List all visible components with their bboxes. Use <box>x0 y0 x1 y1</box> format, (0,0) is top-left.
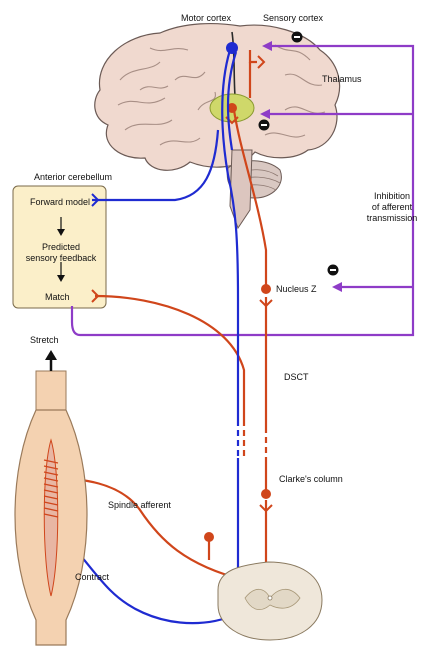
label-sensory-cortex: Sensory cortex <box>263 13 324 23</box>
muscle <box>15 371 87 645</box>
label-spindle-afferent: Spindle afferent <box>108 500 171 510</box>
label-inhibition-line2: of afferent <box>372 202 413 212</box>
label-contract: Contract <box>75 572 110 582</box>
label-predicted-line2: sensory feedback <box>26 253 97 263</box>
arrowhead-nucleus-z <box>332 282 342 292</box>
motor-cortex-cell <box>226 42 238 54</box>
spinal-cord-section <box>218 562 322 640</box>
minus-sign-nucleus-z <box>328 265 339 276</box>
label-inhibition-line1: Inhibition <box>374 191 410 201</box>
label-motor-cortex: Motor cortex <box>181 13 232 23</box>
label-nucleus-z: Nucleus Z <box>276 284 317 294</box>
brain <box>95 24 340 228</box>
label-predicted-line1: Predicted <box>42 242 80 252</box>
label-stretch: Stretch <box>30 335 59 345</box>
label-inhibition-line3: transmission <box>367 213 418 223</box>
label-clarkes-column: Clarke's column <box>279 474 343 484</box>
label-thalamus: Thalamus <box>322 74 362 84</box>
label-forward-model: Forward model <box>30 197 90 207</box>
stretch-arrow <box>45 350 57 371</box>
minus-sign-cortex <box>292 32 303 43</box>
minus-sign-thalamus <box>259 120 270 131</box>
label-dsct: DSCT <box>284 372 309 382</box>
label-match: Match <box>45 292 70 302</box>
clarkes-column-cell <box>261 489 271 499</box>
spindle-collateral-cell <box>204 532 214 542</box>
brainstem <box>230 150 252 228</box>
label-anterior-cerebellum: Anterior cerebellum <box>34 172 112 182</box>
nucleus-z-cell <box>261 284 271 294</box>
